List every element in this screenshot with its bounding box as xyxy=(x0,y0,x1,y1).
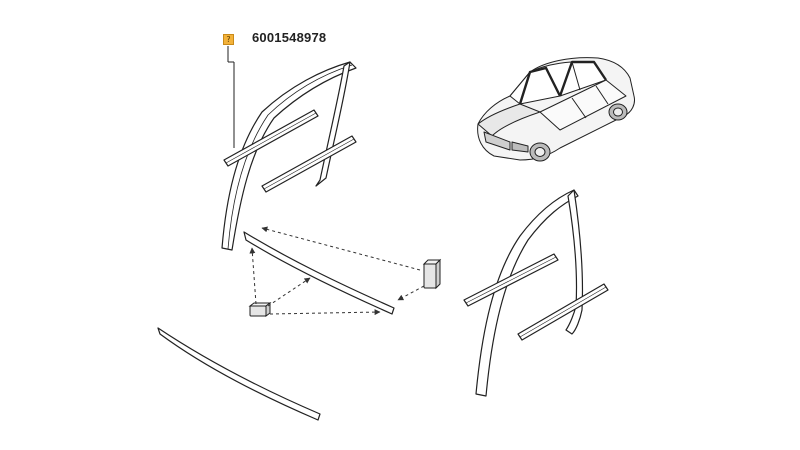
part-number-label: 6001548978 xyxy=(252,30,327,45)
reference-car xyxy=(477,57,635,162)
front-door-outer-belt-strip[interactable] xyxy=(261,135,357,193)
roof-drip-moulding[interactable] xyxy=(243,231,395,315)
moulding-clip-a[interactable] xyxy=(422,258,442,290)
callout-leader xyxy=(227,46,235,148)
moulding-clip-b[interactable] xyxy=(248,302,272,317)
clip-location-arrows xyxy=(249,226,425,316)
rear-door-window-frame-seal[interactable] xyxy=(475,189,584,397)
front-door-inner-belt-strip[interactable] xyxy=(223,109,319,167)
rear-door-inner-belt-strip[interactable] xyxy=(463,253,559,307)
lower-sill-moulding[interactable] xyxy=(157,327,321,421)
rear-door-outer-belt-strip[interactable] xyxy=(517,283,609,341)
callout-marker[interactable]: ? xyxy=(223,34,234,45)
